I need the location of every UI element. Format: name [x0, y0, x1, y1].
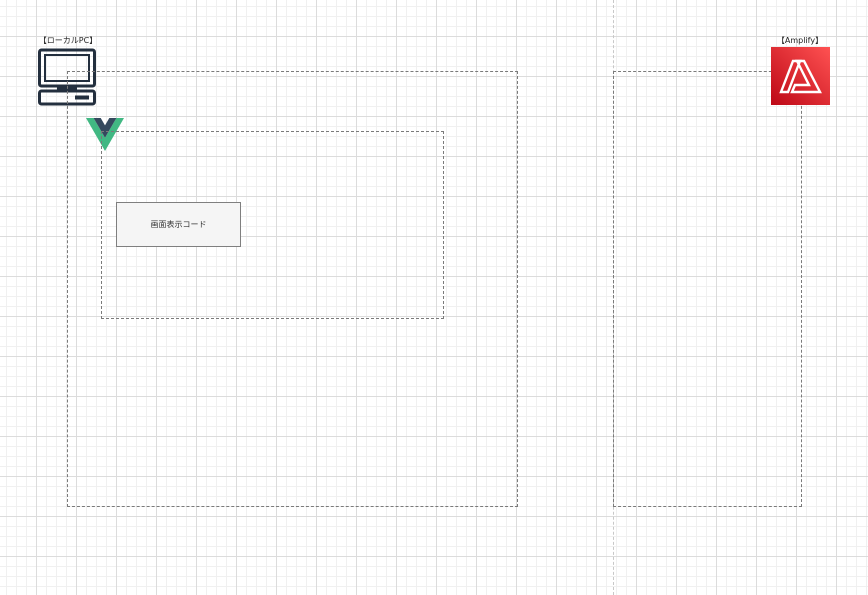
- screen-display-code-node[interactable]: 画面表示コード: [116, 202, 241, 247]
- amplify-label: 【Amplify】: [776, 36, 824, 45]
- aws-amplify-icon[interactable]: [771, 47, 830, 105]
- screen-display-code-label: 画面表示コード: [150, 220, 207, 229]
- local-pc-group: [67, 71, 518, 507]
- local-pc-label: 【ローカルPC】: [38, 36, 98, 45]
- amplify-group: [613, 71, 802, 507]
- vue-app-group: [101, 131, 444, 319]
- vue-logo-icon[interactable]: [86, 118, 124, 152]
